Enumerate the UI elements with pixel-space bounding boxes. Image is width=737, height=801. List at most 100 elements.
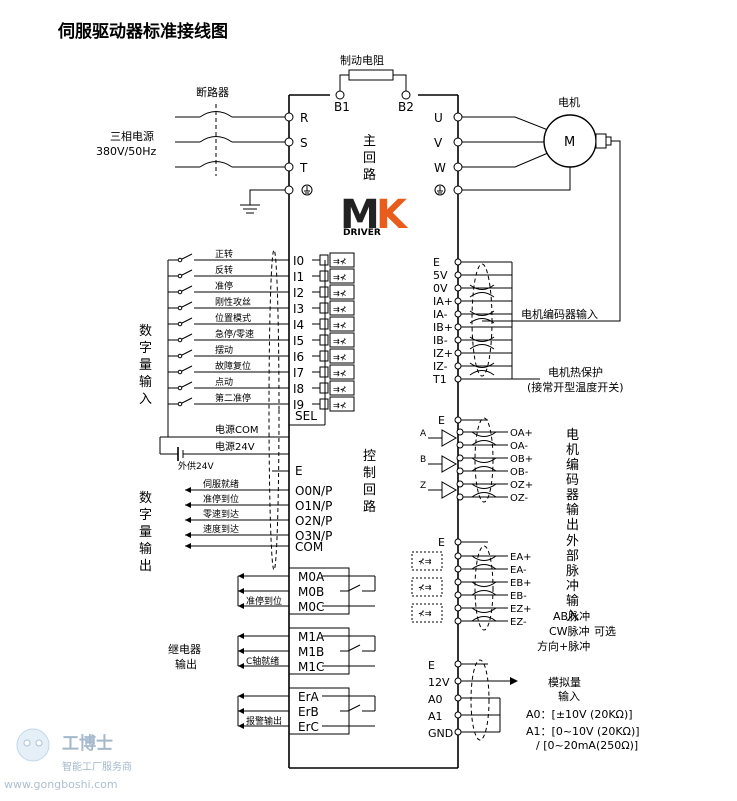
b1-terminal: B1 [334, 100, 350, 114]
motor-output: U V W M 电机 [434, 95, 621, 322]
svg-text:⊀⇉: ⊀⇉ [418, 609, 432, 618]
watermark-name: 工博士 [62, 733, 113, 754]
svg-text:M: M [340, 192, 380, 238]
encoder-output-label: 电机编码器输出 [566, 428, 579, 533]
svg-text:⇉⊀: ⇉⊀ [333, 337, 346, 346]
digital-output-row: 伺服就绪 O0N/P [185, 478, 332, 498]
output-pin-label: O0N/P [295, 484, 332, 498]
pulse-mode-cw: CW脉冲 [549, 624, 590, 638]
encoder-input-pin: IA- [433, 308, 512, 321]
channel-name: A [420, 429, 427, 439]
motor-symbol: M [564, 135, 575, 150]
relay-pin-label: M1C [298, 660, 324, 674]
encoder-input-pin: IB- [433, 334, 512, 347]
line-driver-icon [441, 429, 458, 447]
encoder-pin-label: 5V [433, 269, 448, 282]
input-function-label: 摆动 [215, 344, 233, 356]
pulse-mode-ab: AB脉冲 [553, 609, 590, 623]
analog-label: 模拟量 [548, 675, 581, 689]
relay-pin-label: M1B [298, 645, 324, 659]
svg-text:⇉⊀: ⇉⊀ [333, 401, 346, 410]
input-function-label: 刚性攻丝 [215, 296, 251, 308]
encoder-out-pin-label: OB+ [510, 454, 533, 465]
output-pin-label: O3N/P [295, 529, 332, 543]
analog-pin-label: GND [428, 727, 453, 740]
com-label: 电源COM [215, 423, 258, 436]
analog-pin-label: A1 [428, 710, 443, 723]
input-pin-label: I3 [293, 302, 304, 316]
encoder-pin-label: 0V [433, 282, 448, 295]
encoder-out-pin-label: OZ- [510, 493, 529, 504]
svg-text:⇉⊀: ⇉⊀ [333, 305, 346, 314]
svg-text:K: K [376, 192, 409, 238]
breaker-label: 断路器 [196, 85, 229, 99]
pulse-pin-label: EB- [510, 591, 527, 602]
power-input: 断路器 三相电源 380V/50Hz R S T [96, 85, 313, 214]
input-function-label: 正转 [215, 248, 233, 260]
optocoupler-icon [411, 577, 443, 597]
input-pin-label: I1 [293, 270, 304, 284]
pulse-pin-label: EZ+ [510, 604, 532, 615]
encoder-input-pin: IZ- [433, 360, 512, 373]
digital-input-row: 急停/零速 I5 ⇉⊀ [168, 328, 355, 348]
svg-text:DRIVER: DRIVER [343, 228, 381, 238]
analog-a1-spec-2: / [0~20mA(250Ω)] [536, 739, 638, 752]
output-function-label: 伺服就绪 [203, 478, 239, 490]
encoder-input-label: 电机编码器输入 [521, 307, 598, 321]
relay-pin-label: M0C [298, 600, 324, 614]
analog-a1-spec: A1：[0~10V (20KΩ)] [526, 725, 640, 738]
e-terminal-io: E [295, 464, 303, 478]
output-function-label: 零速到达 [203, 508, 239, 520]
input-function-label: 急停/零速 [215, 328, 254, 340]
encoder-input-pin: T1 [432, 373, 512, 386]
pulse-pin-label: EZ- [510, 617, 527, 628]
output-pin-label: O2N/P [295, 514, 332, 528]
relay-pin-label: ErA [298, 690, 320, 704]
line-driver-icon [441, 455, 458, 473]
encoder-pin-label: IZ+ [433, 347, 453, 360]
sel-terminal: SEL [295, 409, 317, 423]
input-pin-label: I5 [293, 334, 304, 348]
channel-name: Z [420, 481, 426, 491]
encoder-input-pin: E [433, 256, 512, 269]
analog-a0-spec: A0：[±10V (20KΩ)] [526, 708, 633, 721]
digital-output-com-row: COM [185, 540, 323, 554]
relay-pin-label: M1A [298, 630, 325, 644]
r-terminal: R [300, 111, 308, 125]
optocoupler-icon [329, 284, 355, 300]
encoder-pin-label: IA+ [433, 295, 453, 308]
pulse-pin-label: EB+ [510, 578, 532, 589]
output-pin-label: O1N/P [295, 499, 332, 513]
pulse-mode-dir: 方向+脉冲 [537, 639, 590, 653]
optocoupler-icon [329, 348, 355, 364]
input-function-label: 点动 [215, 377, 233, 388]
encoder-out-e: E [438, 414, 445, 427]
analog-pin-label: 12V [428, 676, 450, 689]
input-pin-label: I8 [293, 382, 304, 396]
encoder-pin-label: T1 [432, 373, 447, 386]
optocoupler-icon [411, 551, 443, 571]
analog-pin-label: A0 [428, 693, 443, 706]
u-terminal: U [434, 111, 443, 125]
digital-input-label: 数字量输入 [139, 324, 152, 407]
input-power: SEL 电源COM 电源24V 外供24V E [159, 249, 326, 571]
t-terminal: T [299, 161, 308, 175]
encoder-pin-label: E [433, 256, 440, 269]
relay-note-label: 准停到位 [246, 595, 282, 607]
input-pin-label: I0 [293, 254, 304, 268]
relay-pin-label: M0A [298, 570, 325, 584]
relay-note-label: C轴就绪 [246, 655, 279, 667]
